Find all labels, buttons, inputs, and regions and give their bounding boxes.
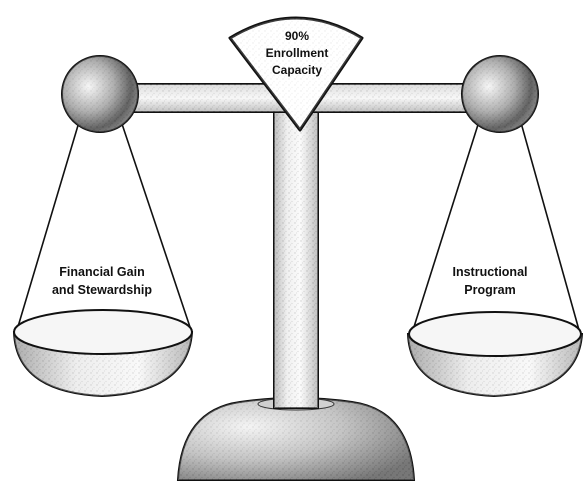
right-pan	[406, 311, 583, 398]
right-pan-label-line2: Program	[464, 283, 515, 297]
left-pan-label-line2: and Stewardship	[52, 283, 152, 297]
left-pan	[12, 309, 194, 398]
scale-base	[176, 397, 416, 481]
left-pan-label-line1: Financial Gain	[59, 265, 144, 279]
center-label-line1: 90%	[285, 29, 309, 43]
capacity-pointer	[228, 16, 364, 132]
center-label-line2: Enrollment	[266, 46, 329, 60]
left-pivot-ball	[61, 55, 139, 133]
scale-column	[273, 97, 319, 409]
right-pivot-ball	[461, 55, 539, 133]
right-pan-strings	[412, 111, 580, 331]
left-pan-strings	[16, 111, 192, 331]
center-label-line3: Capacity	[272, 63, 322, 77]
right-pan-label-line1: Instructional	[452, 265, 527, 279]
